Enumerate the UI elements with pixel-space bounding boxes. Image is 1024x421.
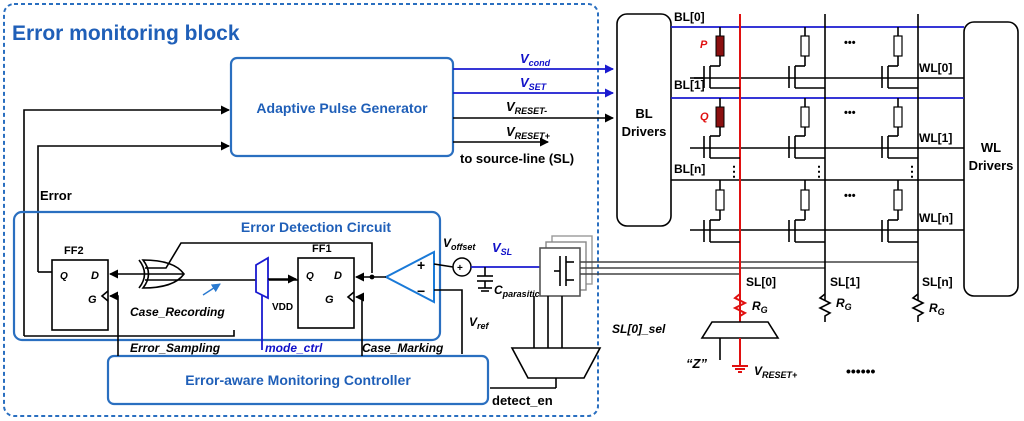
vdd-label: VDD — [272, 302, 293, 313]
v-sl-label: VSL — [492, 240, 512, 257]
rg-label-sln: RG — [929, 301, 945, 317]
detect-en-label: detect_en — [492, 393, 553, 408]
memory-cell — [788, 180, 825, 243]
error-detection-circuit — [12, 210, 442, 342]
ff2-name: FF2 — [64, 245, 84, 257]
comparator — [383, 250, 435, 304]
error-sampling-label: Error_Sampling — [130, 341, 221, 355]
memory-cell — [881, 98, 918, 159]
memory-cell — [703, 98, 740, 159]
v-ref-label: Vref — [469, 315, 490, 331]
array-dots-rown: ••• — [844, 190, 856, 202]
ff1-name: FF1 — [312, 243, 332, 255]
ff2-g: G — [88, 294, 97, 306]
detect-mux — [510, 347, 602, 379]
v-reset-minus-label: VRESET- — [506, 99, 547, 116]
v-reset-plus-array-label: VRESET+ — [754, 364, 798, 380]
svg-text:+: + — [457, 263, 463, 274]
error-aware-monitoring-controller — [106, 354, 490, 406]
bl-drivers-line2: Drivers — [622, 124, 667, 139]
case-marking-label: Case_Marking — [362, 341, 444, 355]
bl-drivers — [616, 13, 672, 227]
v-cond-label: Vcond — [520, 51, 551, 68]
error-detection-circuit-title: Error Detection Circuit — [241, 219, 391, 235]
rg-resistor-sl0 — [732, 293, 748, 317]
memory-cell — [788, 98, 825, 159]
array-dots-vertical-n: ⋮ — [905, 163, 919, 179]
array-dots-row0: ••• — [844, 37, 856, 49]
rg-resistor-sln — [911, 293, 925, 322]
comparator-minus: − — [417, 283, 425, 299]
array-dots-bottom: •••••• — [846, 363, 876, 379]
case-recording-label: Case_Recording — [130, 305, 225, 319]
bl-drivers-line1: BL — [635, 106, 652, 121]
c-parasitic-label: Cparasitic — [494, 283, 540, 299]
sl0-sel-mux — [700, 321, 780, 339]
array-dots-vertical-0: ⋮ — [727, 163, 741, 179]
error-monitoring-block — [3, 3, 599, 417]
sl0-sel-label: SL[0]_sel — [612, 322, 666, 336]
bl1-label: BL[1] — [674, 78, 705, 92]
ff2 — [51, 259, 109, 331]
mode-mux — [255, 256, 269, 300]
ground-symbol — [732, 365, 748, 373]
rg-label-sl0: RG — [752, 299, 768, 315]
adaptive-pulse-generator-label: Adaptive Pulse Generator — [256, 100, 428, 116]
ff1 — [297, 257, 355, 329]
ff1-g: G — [325, 294, 334, 306]
bl0-label: BL[0] — [674, 10, 705, 24]
rg-label-sl1: RG — [836, 296, 852, 312]
cell-p-label: P — [700, 39, 708, 51]
sl1-label: SL[1] — [830, 275, 860, 289]
wl0-label: WL[0] — [919, 61, 952, 75]
memory-cell — [881, 180, 918, 243]
array-dots-row1: ••• — [844, 107, 856, 119]
sl0-label: SL[0] — [746, 275, 776, 289]
wl1-label: WL[1] — [919, 131, 952, 145]
memory-cell — [881, 27, 918, 89]
parasitic-capacitor — [477, 267, 493, 292]
error-label: Error — [40, 188, 72, 203]
ff1-d: D — [334, 270, 342, 282]
v-reset-plus-label: VRESET+ — [506, 124, 551, 141]
v-offset-label: Voffset — [443, 236, 476, 252]
bln-label: BL[n] — [674, 162, 705, 176]
ff1-q: Q — [306, 271, 314, 282]
wln-label: WL[n] — [919, 211, 953, 225]
z-label: “Z” — [686, 356, 707, 371]
memory-cell — [788, 27, 825, 89]
cell-q-label: Q — [700, 111, 709, 123]
sl-switch-stack — [539, 235, 593, 297]
memory-cell — [703, 180, 740, 243]
array-dots-vertical-1: ⋮ — [812, 163, 826, 179]
v-set-label: VSET — [520, 75, 548, 92]
memory-cell — [694, 27, 740, 89]
source-line-note: to source-line (SL) — [460, 151, 574, 166]
controller-label: Error-aware Monitoring Controller — [185, 372, 411, 388]
ff2-q: Q — [60, 271, 68, 282]
sln-label: SL[n] — [922, 275, 953, 289]
wl-drivers — [963, 21, 1019, 297]
mode-ctrl-label: mode_ctrl — [265, 341, 323, 355]
comparator-plus: + — [417, 257, 425, 273]
ff2-d: D — [91, 270, 99, 282]
wl-drivers-line1: WL — [981, 140, 1001, 155]
rg-resistor-sl1 — [818, 293, 832, 322]
wl-drivers-line2: Drivers — [969, 158, 1014, 173]
adaptive-pulse-generator — [229, 56, 455, 158]
error-monitoring-block-title: Error monitoring block — [12, 22, 240, 45]
